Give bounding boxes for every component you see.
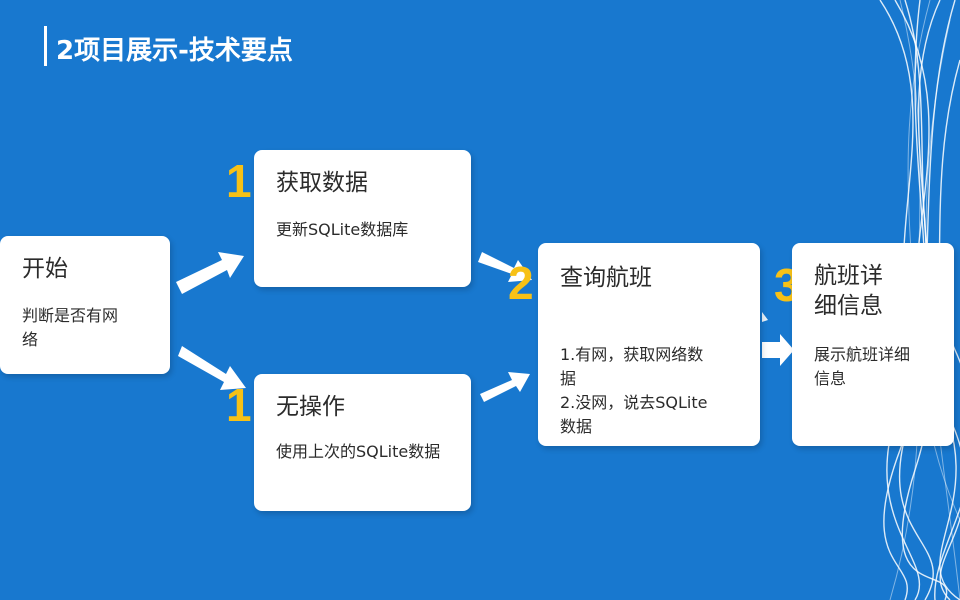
start-box: 开始 判断是否有网 络 bbox=[0, 236, 170, 374]
detail-heading-line: 航班详 bbox=[814, 263, 883, 289]
title-accent-bar bbox=[44, 26, 47, 66]
detail-body-line: 展示航班详细 bbox=[814, 345, 911, 364]
arrow-noop-to-query bbox=[480, 372, 530, 402]
start-body: 判断是否有网 络 bbox=[22, 304, 118, 352]
fetch-step-number: 1 bbox=[226, 155, 252, 207]
fetch-box: 获取数据 更新SQLite数据库 bbox=[254, 150, 471, 287]
query-body-line: 数据 bbox=[560, 417, 593, 436]
query-body-line: 据 bbox=[560, 369, 577, 388]
arrow-start-to-noop bbox=[178, 346, 246, 390]
fetch-heading: 获取数据 bbox=[276, 170, 368, 196]
start-heading: 开始 bbox=[22, 256, 68, 282]
detail-heading-line: 细信息 bbox=[814, 293, 883, 319]
detail-body-line: 信息 bbox=[814, 369, 847, 388]
query-box: 查询航班 1.有网，获取网络数 据 2.没网，说去SQLite 数据 bbox=[538, 243, 760, 446]
noop-heading: 无操作 bbox=[276, 394, 345, 420]
query-body: 1.有网，获取网络数 据 2.没网，说去SQLite 数据 bbox=[560, 343, 708, 439]
page-title: 2项目展示-技术要点 bbox=[56, 36, 293, 66]
query-step-number: 2 bbox=[508, 257, 534, 309]
detail-body: 展示航班详细 信息 bbox=[814, 343, 910, 391]
start-body-line: 判断是否有网 bbox=[22, 306, 119, 325]
arrow-start-to-fetch bbox=[176, 252, 244, 294]
detail-box: 航班详 细信息 展示航班详细 信息 bbox=[792, 243, 954, 446]
noop-step-number: 1 bbox=[226, 379, 252, 431]
noop-body: 使用上次的SQLite数据 bbox=[276, 442, 441, 461]
query-body-line: 2.没网，说去SQLite bbox=[560, 393, 708, 412]
query-body-line: 1.有网，获取网络数 bbox=[560, 345, 704, 364]
start-body-line: 络 bbox=[22, 330, 39, 349]
detail-heading: 航班详 细信息 bbox=[814, 261, 883, 321]
noop-box: 无操作 使用上次的SQLite数据 bbox=[254, 374, 471, 511]
arrow-query-to-detail bbox=[762, 334, 794, 366]
query-heading: 查询航班 bbox=[560, 265, 652, 291]
arrow-fetch-to-query bbox=[478, 252, 532, 282]
fetch-body: 更新SQLite数据库 bbox=[276, 220, 409, 239]
